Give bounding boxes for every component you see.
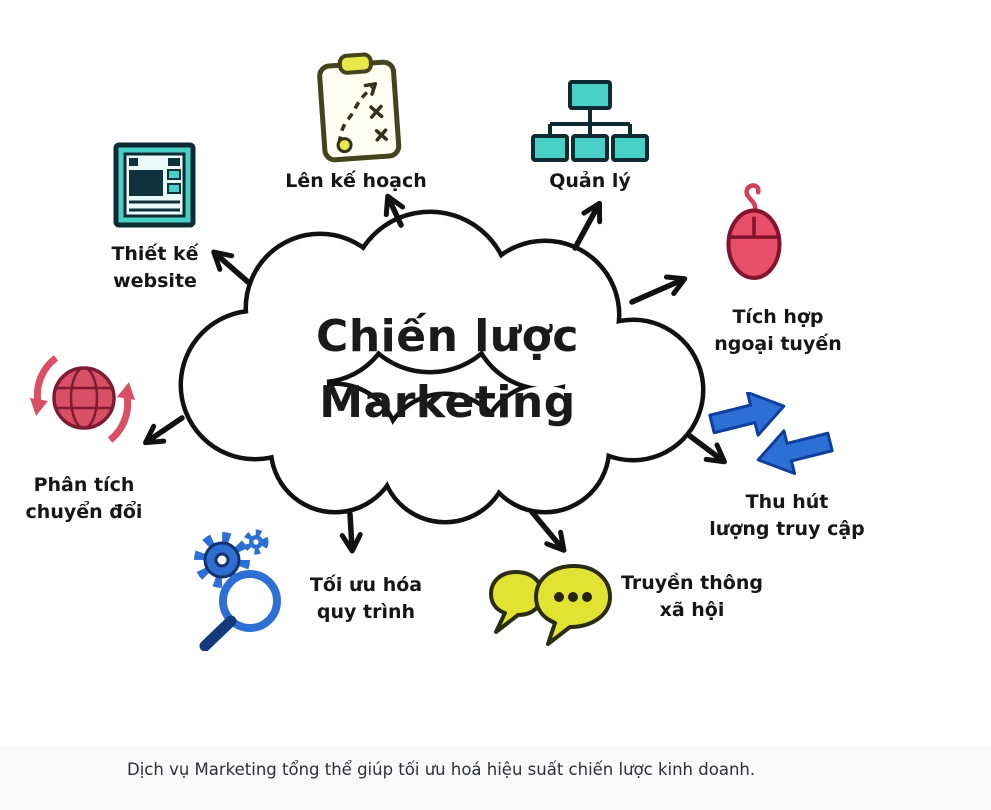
globe-sync-icon <box>26 346 138 456</box>
arrow-to-offline-integration <box>629 274 688 305</box>
org-chart-icon <box>527 78 652 166</box>
node-label-planning: Lên kế hoạch <box>285 170 427 192</box>
cloud-shape <box>178 209 706 525</box>
radiating-arrows <box>143 193 727 554</box>
node-label-conversion-analysis: Phân tích chuyển đổi <box>25 474 143 523</box>
center-title: Chiến lược Marketing <box>240 304 655 436</box>
caption-text: Dịch vụ Marketing tổng thể giúp tối ưu h… <box>127 760 756 779</box>
traffic-arrows-icon <box>706 392 836 478</box>
arrow-to-traffic <box>687 433 727 465</box>
node-label-process-optimization: Tối ưu hóa quy trình <box>309 574 423 623</box>
arrow-to-process-optimization <box>339 511 363 554</box>
arrow-to-management <box>572 200 603 251</box>
node-label-social-media: Truyền thông xã hội <box>621 572 763 621</box>
node-label-website-design: Thiết kế website <box>111 243 199 292</box>
arrow-to-social-media <box>529 509 567 553</box>
center-title-line1: Chiến lược <box>316 311 579 362</box>
website-browser-icon <box>112 140 197 230</box>
node-label-offline-integration: Tích hợp ngoại tuyến <box>714 306 842 355</box>
center-title-line2: Marketing <box>319 377 576 428</box>
clipboard-plan-icon <box>312 52 407 164</box>
computer-mouse-icon <box>718 180 790 282</box>
arrow-to-website-design <box>211 249 251 285</box>
gear-magnifier-icon <box>188 526 293 651</box>
node-label-traffic: Thu hút lượng truy cập <box>709 491 865 540</box>
footer-band <box>0 746 991 810</box>
arrow-to-conversion-analysis <box>143 415 185 446</box>
node-label-management: Quản lý <box>549 170 631 192</box>
arrow-to-planning <box>383 193 406 228</box>
chat-bubbles-icon <box>486 550 621 650</box>
